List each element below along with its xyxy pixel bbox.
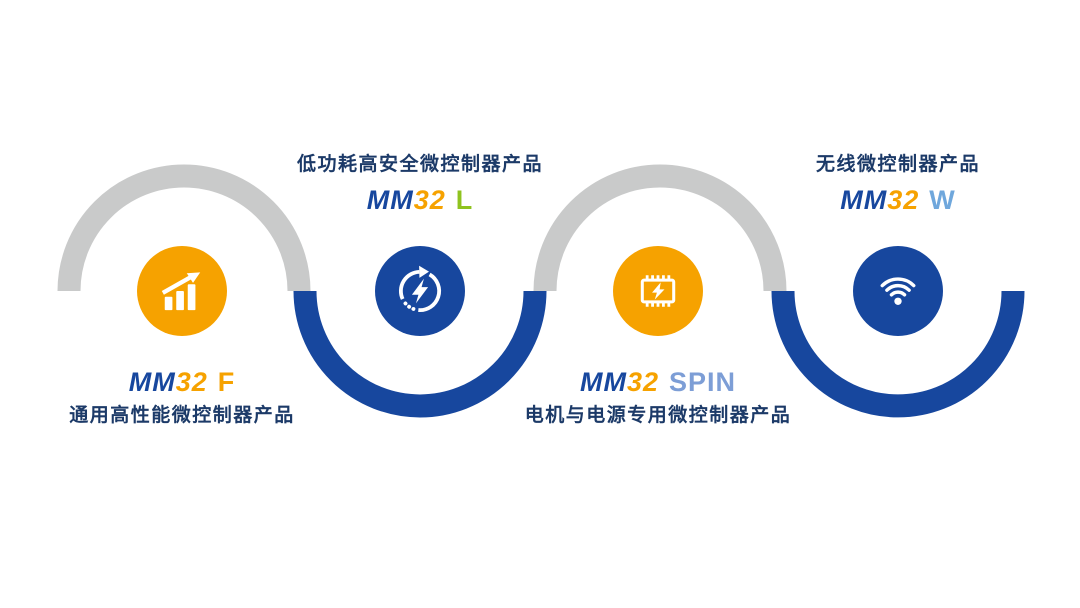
low-power-cycle-icon: [399, 265, 442, 312]
name-suffix: F: [217, 367, 236, 397]
mm32f-circle: [137, 246, 227, 336]
product-description: 通用高性能微控制器产品: [69, 405, 295, 426]
product-description: 无线微控制器产品: [815, 154, 980, 175]
product-label-mm32f: MM32 F 通用高性能微控制器产品: [0, 366, 392, 428]
product-label-mm32l: 低功耗高安全微控制器产品 MM32 L: [210, 153, 630, 216]
product-name: MM32 W: [688, 184, 1080, 216]
name-suffix: SPIN: [669, 367, 737, 397]
wifi-icon: [880, 277, 916, 305]
product-description: 低功耗高安全微控制器产品: [296, 154, 543, 175]
name-number: 32: [887, 185, 920, 215]
name-number: 32: [626, 367, 659, 397]
name-suffix: W: [929, 185, 956, 215]
name-prefix: MM: [128, 367, 176, 397]
name-prefix: MM: [840, 185, 888, 215]
product-label-mm32w: 无线微控制器产品 MM32 W: [688, 153, 1080, 216]
product-description: 电机与电源专用微控制器产品: [524, 405, 792, 426]
wave-arc-gray-1: [57, 164, 311, 292]
name-number: 32: [413, 185, 446, 215]
growth-chart-icon: [161, 272, 201, 311]
power-chip-icon: [640, 275, 676, 307]
wave-arc-blue-2: [771, 290, 1025, 418]
name-prefix: MM: [366, 185, 414, 215]
wave-arc-blue-1: [293, 290, 547, 418]
product-name: MM32 L: [210, 184, 630, 216]
mm32l-circle: [375, 246, 465, 336]
mm32w-circle: [853, 246, 943, 336]
name-prefix: MM: [579, 367, 627, 397]
name-number: 32: [175, 367, 208, 397]
wave-arc-gray-2: [533, 164, 787, 292]
product-name: MM32 SPIN: [448, 366, 868, 398]
product-name: MM32 F: [0, 366, 392, 398]
product-label-mm32spin: MM32 SPIN 电机与电源专用微控制器产品: [448, 366, 868, 428]
name-suffix: L: [455, 185, 474, 215]
mm32spin-circle: [613, 246, 703, 336]
